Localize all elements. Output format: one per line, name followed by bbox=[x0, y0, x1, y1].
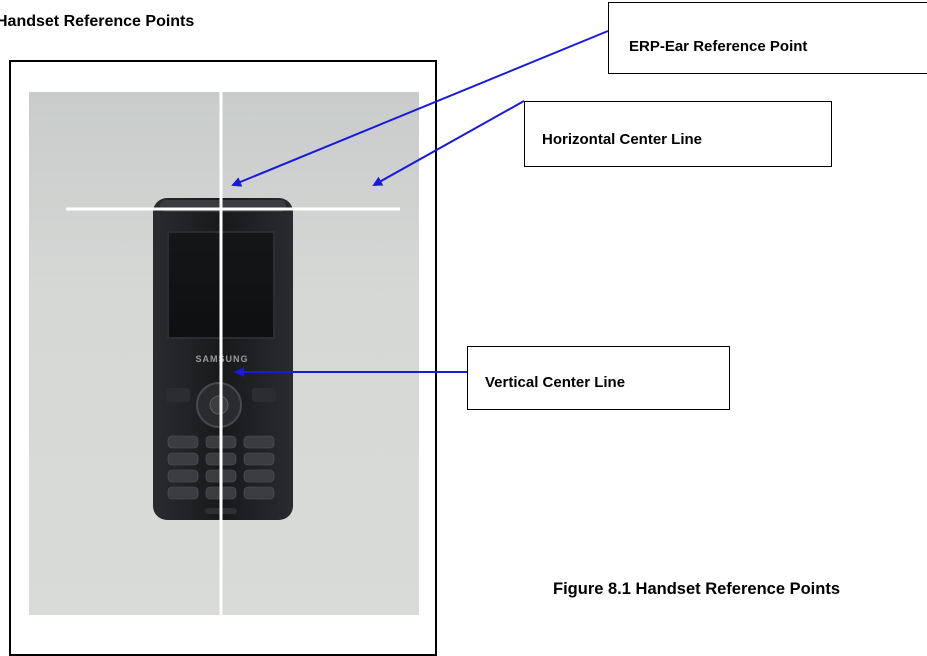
section-heading: Handset Reference Points bbox=[0, 13, 195, 30]
keypad bbox=[167, 435, 275, 500]
callout-vertical: Vertical Center Line bbox=[467, 346, 730, 410]
left-soft-key bbox=[166, 388, 190, 402]
callout-erp-label: ERP-Ear Reference Point bbox=[629, 38, 808, 55]
callout-vertical-label: Vertical Center Line bbox=[485, 374, 626, 391]
callout-horizontal-label: Horizontal Center Line bbox=[542, 131, 703, 148]
horizontal-arrow bbox=[372, 100, 525, 186]
callout-erp: ERP-Ear Reference Point bbox=[608, 2, 927, 74]
right-soft-key bbox=[252, 388, 276, 402]
figure-caption: Figure 8.1 Handset Reference Points bbox=[553, 580, 841, 598]
handset: SAMSUNG bbox=[153, 198, 293, 520]
callout-horizontal: Horizontal Center Line bbox=[524, 101, 832, 167]
nav-center-key bbox=[209, 395, 229, 415]
diagram-overlay: SAMSUNG bbox=[153, 30, 609, 520]
erp-arrow bbox=[231, 30, 609, 187]
